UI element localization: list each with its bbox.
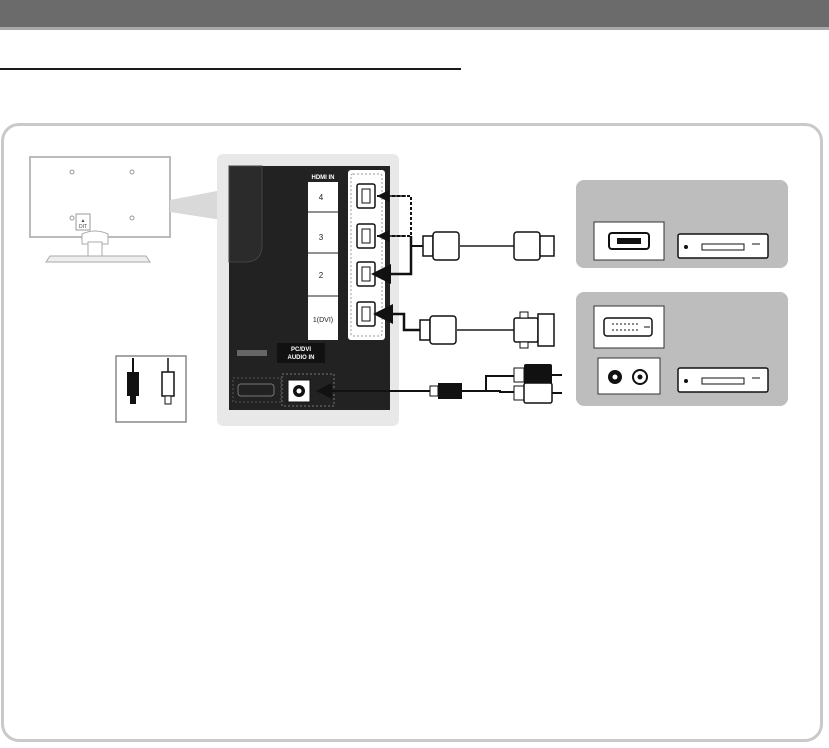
audio-cable-inset [116,356,186,422]
audio-in-jack [288,380,310,402]
port-label-1-dvi: 1(DVI) [313,317,333,324]
port-label-3: 3 [319,233,324,242]
player-device-icon [678,234,768,258]
audio-label-line2: AUDIO IN [288,355,315,361]
hdmi-dvi-cable [378,312,554,348]
tv-back-view: ▲ DIT [30,157,222,262]
hdmi-port-4 [357,184,375,208]
hdmi-cable-top [376,196,554,274]
hdmi-out-port-icon [594,222,664,260]
hdmi-port-2 [357,262,375,286]
tv-button-label-2: DIT [79,224,87,230]
hdmi-device-box [576,180,788,268]
port-label-2: 2 [319,271,324,280]
dvi-device-box [576,292,788,406]
tv-input-panel: HDMI IN 4 3 2 1(DVI) PC/DVI AUDIO IN [217,154,399,426]
port-label-4: 4 [319,193,324,202]
player-device-icon-2 [678,368,768,392]
dvi-out-port-icon [594,306,664,348]
hdmi-port-1 [357,302,375,326]
hdmi-port-3 [357,224,375,248]
audio-out-port-icon [598,358,660,394]
hdmi-in-label: HDMI IN [312,175,335,181]
audio-label-line1: PC/DVI [291,347,311,353]
